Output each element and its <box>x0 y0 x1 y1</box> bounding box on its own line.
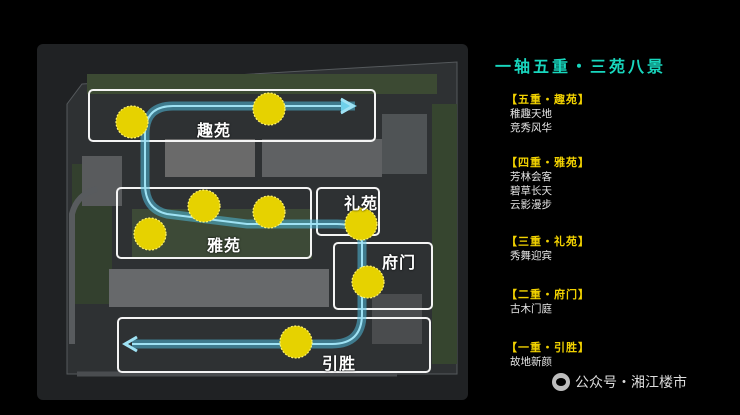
building-3 <box>82 156 122 206</box>
legend-group: 【五重・趣苑】 稚趣天地 竞秀风华 <box>506 93 590 135</box>
zone-box-liyuan <box>316 187 380 236</box>
legend-group: 【三重・礼苑】 秀舞迎宾 <box>506 235 590 263</box>
zone-label-yayuan: 雅苑 <box>207 236 242 255</box>
zone-box-quyuan <box>88 89 376 142</box>
legend-item: 碧草长天 <box>510 185 552 197</box>
sun-icon <box>351 265 385 299</box>
legend-item: 古木门庭 <box>510 303 552 315</box>
watermark-text: 公众号・湘江楼市 <box>575 375 687 391</box>
building-1 <box>165 139 255 177</box>
sun-icon <box>279 325 313 359</box>
road-left <box>69 186 98 344</box>
legend-item: 故地新颜 <box>510 356 552 368</box>
legend-heading: 【五重・趣苑】 <box>506 93 590 106</box>
building-4 <box>109 269 329 307</box>
legend-heading: 【二重・府门】 <box>506 288 590 301</box>
legend-item: 云影漫步 <box>510 199 552 211</box>
legend-item: 竞秀风华 <box>510 122 552 134</box>
legend-group: 【四重・雅苑】 芳林会客 碧草长天 云影漫步 <box>506 156 590 212</box>
legend-item: 芳林会客 <box>510 171 552 183</box>
legend-group: 【二重・府门】 古木门庭 <box>506 288 590 316</box>
building-2 <box>262 139 382 177</box>
sun-icon <box>115 105 149 139</box>
zone-box-yinsheng <box>117 317 431 373</box>
sun-icon <box>252 92 286 126</box>
axis-arrow-right <box>340 97 356 115</box>
legend-item: 稚趣天地 <box>510 108 552 120</box>
wechat-icon <box>552 373 570 391</box>
legend-item: 秀舞迎宾 <box>510 250 552 262</box>
sun-icon <box>133 217 167 251</box>
sun-icon <box>344 207 378 241</box>
axis-arrow-left <box>122 335 138 353</box>
zone-label-quyuan: 趣苑 <box>197 121 232 140</box>
watermark: 公众号・湘江楼市 <box>552 372 687 392</box>
sun-icon <box>252 195 286 229</box>
legend-heading: 【四重・雅苑】 <box>506 156 590 169</box>
building-5 <box>382 114 427 174</box>
zone-label-fumen: 府门 <box>382 253 417 272</box>
legend-heading: 【一重・引胜】 <box>506 341 590 354</box>
zone-box-fumen <box>333 242 433 310</box>
zone-label-liyuan: 礼苑 <box>344 194 379 213</box>
site-plan-drawing <box>66 61 458 377</box>
site-plan: 趣苑 雅苑 礼苑 府门 引胜 <box>37 44 468 400</box>
legend-group: 【一重・引胜】 故地新颜 <box>506 341 590 369</box>
sun-markers <box>115 92 385 359</box>
legend-heading: 【三重・礼苑】 <box>506 235 590 248</box>
legend-title: 一轴五重・三苑八景 <box>495 57 667 76</box>
green-strip-right <box>432 104 457 364</box>
sun-icon <box>187 189 221 223</box>
zone-label-yinsheng: 引胜 <box>322 354 357 373</box>
